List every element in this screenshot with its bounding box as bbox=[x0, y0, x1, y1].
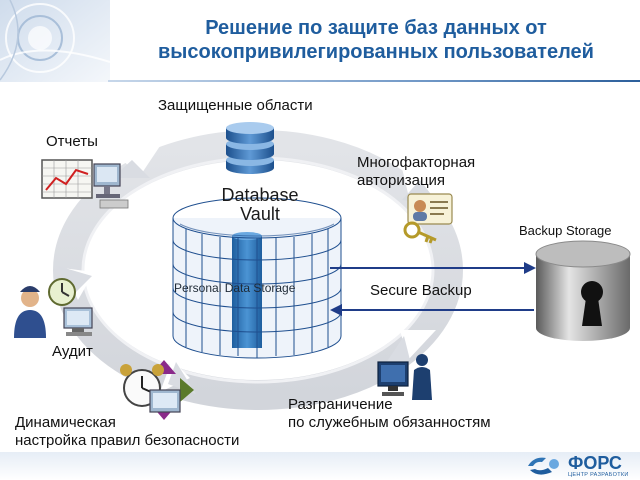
auditor-clock-icon bbox=[14, 278, 93, 338]
footer-band bbox=[0, 452, 640, 480]
title-line-2: высокопривилегированных пользователей bbox=[158, 41, 594, 63]
mfa-label: Многофакторная авторизация bbox=[357, 154, 475, 190]
logo-subtitle: ЦЕНТР РАЗРАБОТКИ bbox=[568, 472, 629, 478]
backup-storage-label: Backup Storage bbox=[519, 223, 612, 238]
separation-line-1: Разграничение bbox=[288, 396, 393, 413]
database-vault-label: Database Vault bbox=[212, 186, 308, 224]
person-monitor-icon bbox=[377, 354, 432, 400]
separation-line-2: по служебным обязанностям bbox=[288, 414, 491, 431]
mfa-line-2: авторизация bbox=[357, 172, 446, 189]
dynamic-rules-label: Динамическая настройка правил безопаснос… bbox=[15, 414, 239, 450]
title-line-1: Решение по защите баз данных от bbox=[205, 17, 547, 39]
secure-backup-arrows bbox=[330, 262, 536, 316]
dynamic-line-2: настройка правил безопасности bbox=[15, 432, 240, 449]
audit-label: Аудит bbox=[52, 343, 93, 360]
dynamic-line-1: Динамическая bbox=[15, 414, 116, 431]
fors-logo-icon bbox=[528, 457, 559, 475]
mfa-line-1: Многофакторная bbox=[357, 154, 476, 171]
database-stack-icon bbox=[226, 122, 274, 174]
protected-areas-label: Защищенные области bbox=[158, 97, 313, 114]
secure-backup-label: Secure Backup bbox=[370, 282, 472, 299]
reports-monitor-icon bbox=[41, 159, 129, 209]
page-title: Решение по защите баз данных от высокопр… bbox=[118, 16, 634, 64]
reports-label: Отчеты bbox=[46, 133, 98, 150]
title-divider bbox=[108, 80, 640, 82]
personal-data-storage-label: Personal Data Storage bbox=[174, 281, 296, 295]
lock-keyhole-icon bbox=[535, 240, 631, 341]
alarm-clock-icon bbox=[120, 360, 194, 420]
database-vault-cylinder bbox=[172, 197, 342, 359]
vault-line-1: Database bbox=[221, 185, 299, 205]
separation-label: Разграничение по служебным обязанностям bbox=[288, 396, 491, 432]
id-card-key-icon bbox=[403, 193, 453, 244]
vault-line-2: Vault bbox=[240, 204, 280, 224]
logo-name: ФОРС bbox=[568, 453, 622, 473]
corner-graphic-icon bbox=[0, 0, 111, 82]
